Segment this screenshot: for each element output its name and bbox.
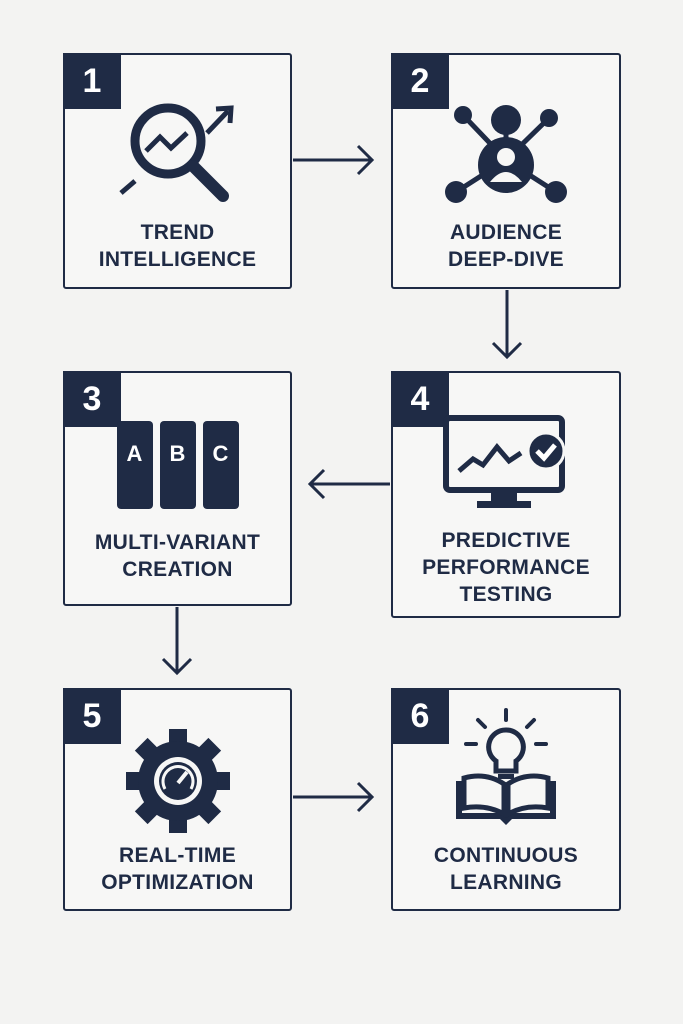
step-label-line: REAL-TIME bbox=[118, 844, 237, 867]
abc-variants-icon: A B C bbox=[116, 421, 239, 509]
step-5-box: 5 REAL-TIME OPTIMIZATION bbox=[63, 688, 292, 911]
step-label-line: CONTINUOUS bbox=[433, 844, 579, 867]
step-label-line: TREND bbox=[140, 221, 215, 244]
step-number: 6 bbox=[391, 688, 449, 744]
variant-b: B bbox=[159, 421, 196, 509]
arrow-3-to-5-path bbox=[161, 607, 193, 676]
step-label-line: PERFORMANCE bbox=[422, 556, 590, 579]
gear-gauge-icon bbox=[125, 729, 230, 833]
step-4-box: 4 PREDICTIVE PERFORMANCE TESTING bbox=[391, 371, 621, 618]
variant-c: C bbox=[202, 421, 239, 509]
step-label-line: MULTI-VARIANT bbox=[94, 531, 261, 554]
step-3-box: 3 A B C MULTI-VARIANT CREATION bbox=[63, 371, 292, 606]
step-label-line: LEARNING bbox=[449, 871, 563, 894]
step-label-line: DEEP-DIVE bbox=[448, 248, 564, 271]
step-label-line: INTELLIGENCE bbox=[98, 248, 257, 271]
step-6-box: 6 CONTINUOUS LEARNING bbox=[391, 688, 621, 911]
step-label-line: AUDIENCE bbox=[449, 221, 563, 244]
step-label-line: OPTIMIZATION bbox=[101, 871, 254, 894]
step-label-line: TESTING bbox=[459, 583, 553, 606]
step-2-box: 2 AUDIENCE DEEP-DIVE bbox=[391, 53, 621, 289]
audience-network-icon bbox=[445, 105, 567, 203]
step-number: 1 bbox=[63, 53, 121, 109]
arrow-4-to-3-path bbox=[307, 468, 390, 500]
step-label-line: PREDICTIVE bbox=[441, 529, 571, 552]
arrow-1-to-2-path bbox=[293, 144, 375, 176]
variant-a: A bbox=[116, 421, 153, 509]
arrow-5-to-6-path bbox=[293, 781, 375, 813]
arrow-2-to-4-path bbox=[491, 290, 523, 360]
step-number: 5 bbox=[63, 688, 121, 744]
step-1-box: 1 TREND INTELLIGENCE bbox=[63, 53, 292, 289]
step-label-line: CREATION bbox=[122, 558, 233, 581]
book-lightbulb-icon bbox=[456, 708, 556, 825]
step-number: 4 bbox=[391, 371, 449, 427]
step-number: 2 bbox=[391, 53, 449, 109]
magnifier-trend-icon bbox=[118, 103, 234, 202]
monitor-check-icon bbox=[443, 415, 566, 508]
step-number: 3 bbox=[63, 371, 121, 427]
